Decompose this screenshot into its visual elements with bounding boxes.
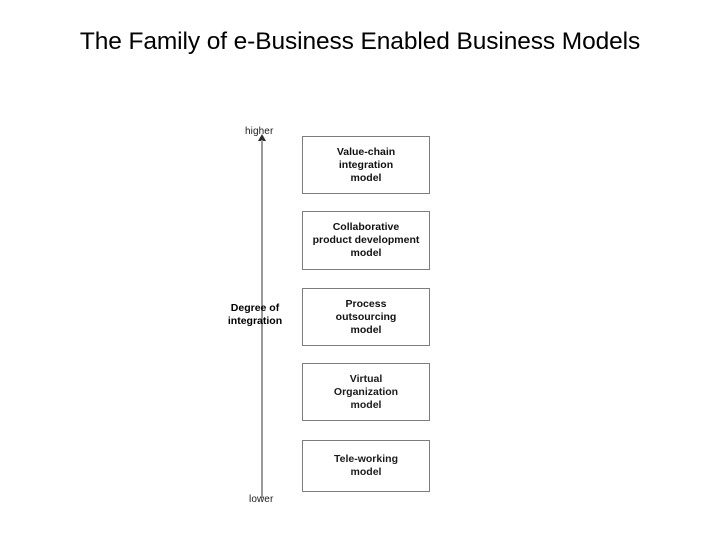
- model-box-collaborative-product-development: Collaborative product development model: [302, 211, 430, 270]
- model-box-label: Process outsourcing model: [332, 298, 401, 337]
- axis-label-lower: lower: [249, 494, 274, 505]
- model-box-line-3: model: [350, 247, 382, 259]
- model-box-virtual-organization: Virtual Organization model: [302, 363, 430, 421]
- model-box-process-outsourcing: Process outsourcing model: [302, 288, 430, 346]
- model-box-line-3: model: [350, 398, 382, 411]
- model-box-label: Collaborative product development model: [309, 221, 424, 260]
- model-box-line-2: integration: [338, 158, 394, 171]
- axis-title: Degree of integration: [212, 302, 298, 327]
- model-box-line-1: Collaborative: [332, 221, 400, 233]
- axis-title-line-1: Degree of: [230, 302, 280, 314]
- model-box-line-1: Value-chain: [336, 145, 396, 158]
- model-box-line-1: Virtual: [349, 372, 383, 385]
- model-box-tele-working: Tele-working model: [302, 440, 430, 492]
- page-title: The Family of e-Business Enabled Busines…: [79, 28, 641, 55]
- model-box-line-3: model: [350, 171, 382, 184]
- model-box-label: Tele-working model: [330, 453, 402, 479]
- model-box-line-1: Tele-working: [334, 453, 398, 465]
- model-box-line-2: Organization: [333, 385, 399, 398]
- axis-arrow-up-icon: [258, 134, 266, 141]
- model-box-label: Virtual Organization model: [330, 373, 402, 412]
- model-box-value-chain-integration: Value-chain integration model: [302, 136, 430, 194]
- model-box-line-2: model: [350, 466, 382, 478]
- model-box-label: Value-chain integration model: [333, 146, 399, 185]
- model-box-line-2: product development: [312, 234, 420, 246]
- model-box-line-1: Process: [345, 297, 387, 310]
- model-box-line-2: outsourcing: [335, 310, 397, 323]
- axis-title-line-2: integration: [227, 314, 283, 327]
- axis-label-higher: higher: [245, 126, 274, 137]
- model-box-line-3: model: [350, 323, 382, 336]
- degree-of-integration-axis-line: [261, 140, 263, 498]
